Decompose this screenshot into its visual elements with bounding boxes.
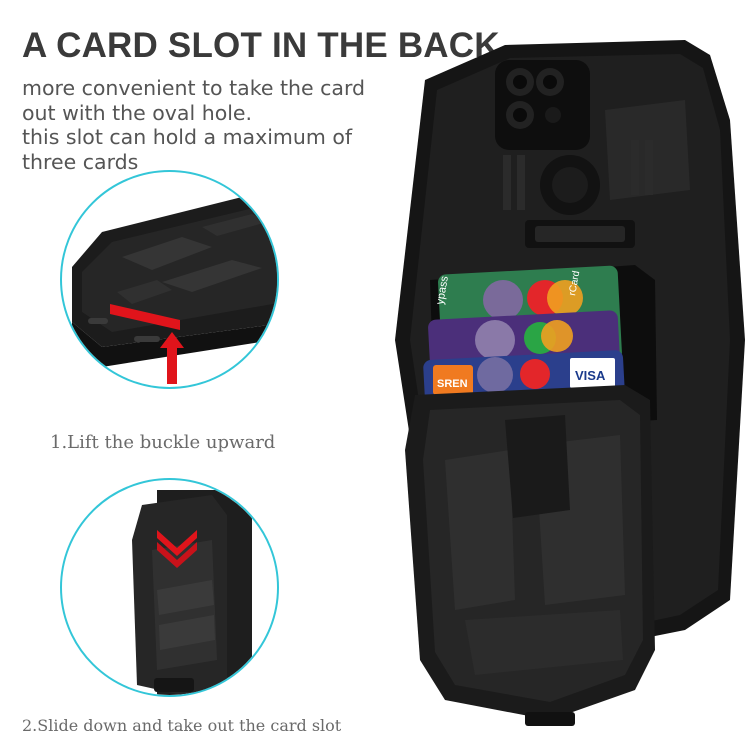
page-title: A CARD SLOT IN THE BACK [22,26,500,65]
step-1-caption: 1.Lift the buckle upward [50,432,276,453]
phone-case-illustration: ypass SREN VISA rCard [395,40,745,726]
buckle-detail-illustration [72,192,277,384]
description-line: three cards [22,149,139,174]
card-text: VISA [575,368,606,383]
card-text: rCard [567,270,582,297]
detail-circle-lift-buckle [60,170,279,389]
step-2-caption: 2.Slide down and take out the card slot [22,716,342,735]
card-text: ypass [434,275,451,306]
description-line: more convenient to take the card [22,76,366,100]
description: more convenient to take the card out wit… [22,76,402,174]
chevron-down-icon [157,530,197,556]
chevron-down-icon [157,542,197,568]
card-slot-detail-illustration [132,490,252,695]
description-line: this slot can hold a maximum of [22,125,353,149]
detail-circle-slide-card-slot [60,478,279,697]
phone-case: ypass SREN VISA rCard [385,40,745,730]
arrow-up-icon [160,332,184,384]
description-line: out with the oval hole. [22,100,253,125]
card-text: SREN [437,378,468,390]
